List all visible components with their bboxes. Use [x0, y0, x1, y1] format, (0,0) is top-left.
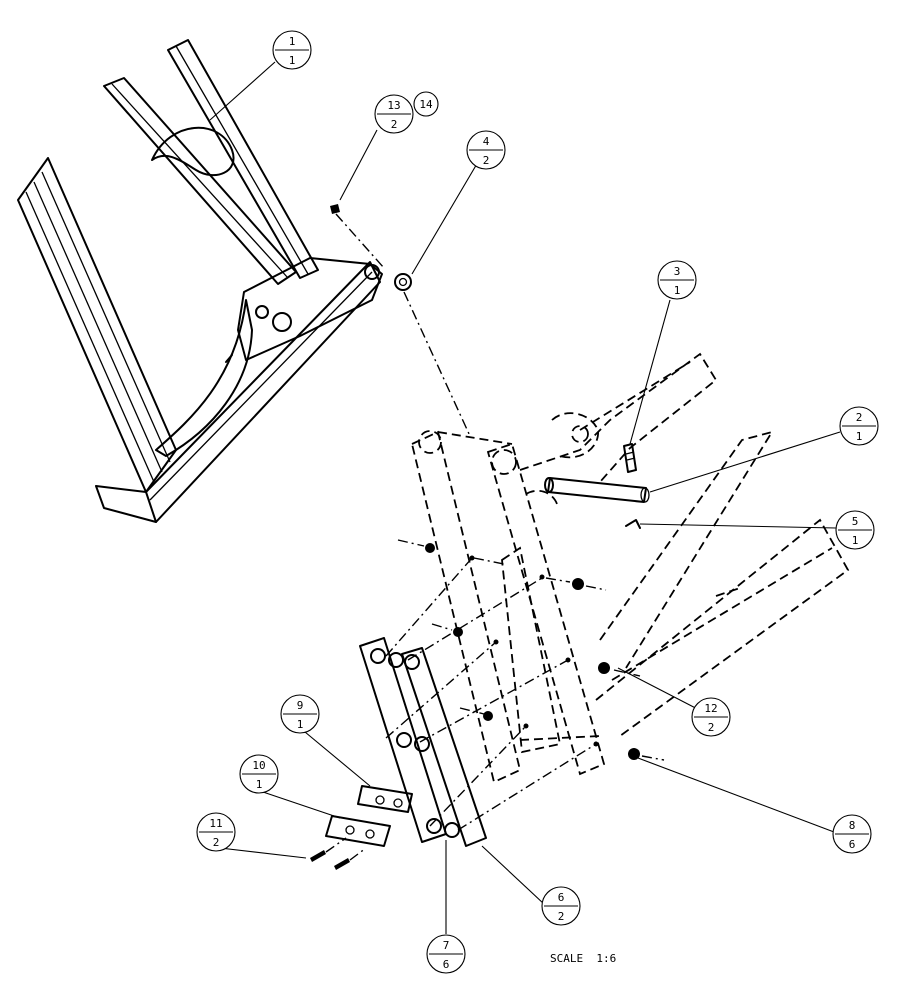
balloon-5-item: 5 — [852, 515, 859, 528]
balloon-10-item: 10 — [252, 759, 265, 772]
balloon-11: 11 2 — [196, 812, 236, 852]
balloon-7-qty: 6 — [443, 958, 450, 971]
balloon-8: 8 6 — [832, 814, 872, 854]
part-2-pin — [544, 477, 650, 503]
balloon-13-item: 13 — [387, 99, 400, 112]
scale-label: SCALE 1:6 — [550, 952, 616, 965]
balloon-9-qty: 1 — [297, 718, 304, 731]
fastener-hardware — [385, 539, 665, 831]
balloon-1: 1 1 — [272, 30, 312, 70]
balloon-7: 7 6 — [426, 934, 466, 974]
balloon-14: 14 — [413, 91, 439, 117]
balloon-4-item: 4 — [483, 135, 490, 148]
balloon-4-qty: 2 — [483, 154, 490, 167]
balloon-3-item: 3 — [674, 265, 681, 278]
balloon-11-qty: 2 — [213, 836, 220, 849]
part-1-frame — [17, 39, 383, 523]
balloon-9-item: 9 — [297, 699, 304, 712]
phantom-mast — [410, 352, 850, 784]
balloon-5: 5 1 — [835, 510, 875, 550]
balloon-2-qty: 1 — [856, 430, 863, 443]
balloon-12-item: 12 — [704, 702, 717, 715]
balloon-4: 4 2 — [466, 130, 506, 170]
balloon-13: 13 2 — [374, 94, 414, 134]
balloon-9: 9 1 — [280, 694, 320, 734]
balloon-13-qty: 2 — [391, 118, 398, 131]
balloon-10-qty: 1 — [256, 778, 263, 791]
part-3-bolt — [623, 443, 637, 473]
part-9-plate — [357, 785, 413, 813]
part-4-washer — [394, 273, 412, 291]
balloon-3-qty: 1 — [674, 284, 681, 297]
part-5-clip — [625, 519, 641, 529]
balloon-6: 6 2 — [541, 886, 581, 926]
balloon-12-qty: 2 — [708, 721, 715, 734]
balloon-8-item: 8 — [849, 819, 856, 832]
balloon-5-qty: 1 — [852, 534, 859, 547]
balloon-8-qty: 6 — [849, 838, 856, 851]
balloon-12: 12 2 — [691, 697, 731, 737]
balloon-6-item: 6 — [558, 891, 565, 904]
balloon-11-item: 11 — [209, 817, 222, 830]
balloon-7-item: 7 — [443, 939, 450, 952]
part-7-spacers — [370, 648, 460, 838]
balloon-6-qty: 2 — [558, 910, 565, 923]
balloon-3: 3 1 — [657, 260, 697, 300]
balloon-1-item: 1 — [289, 35, 296, 48]
balloon-2: 2 1 — [839, 406, 879, 446]
part-13-bolt — [330, 204, 340, 214]
callout-leaders — [209, 61, 841, 934]
balloon-10: 10 1 — [239, 754, 279, 794]
balloon-1-qty: 1 — [289, 54, 296, 67]
part-11-screws — [310, 837, 367, 870]
part-10-plate — [325, 815, 391, 847]
balloon-14-item: 14 — [419, 98, 433, 111]
balloon-2-item: 2 — [856, 411, 863, 424]
